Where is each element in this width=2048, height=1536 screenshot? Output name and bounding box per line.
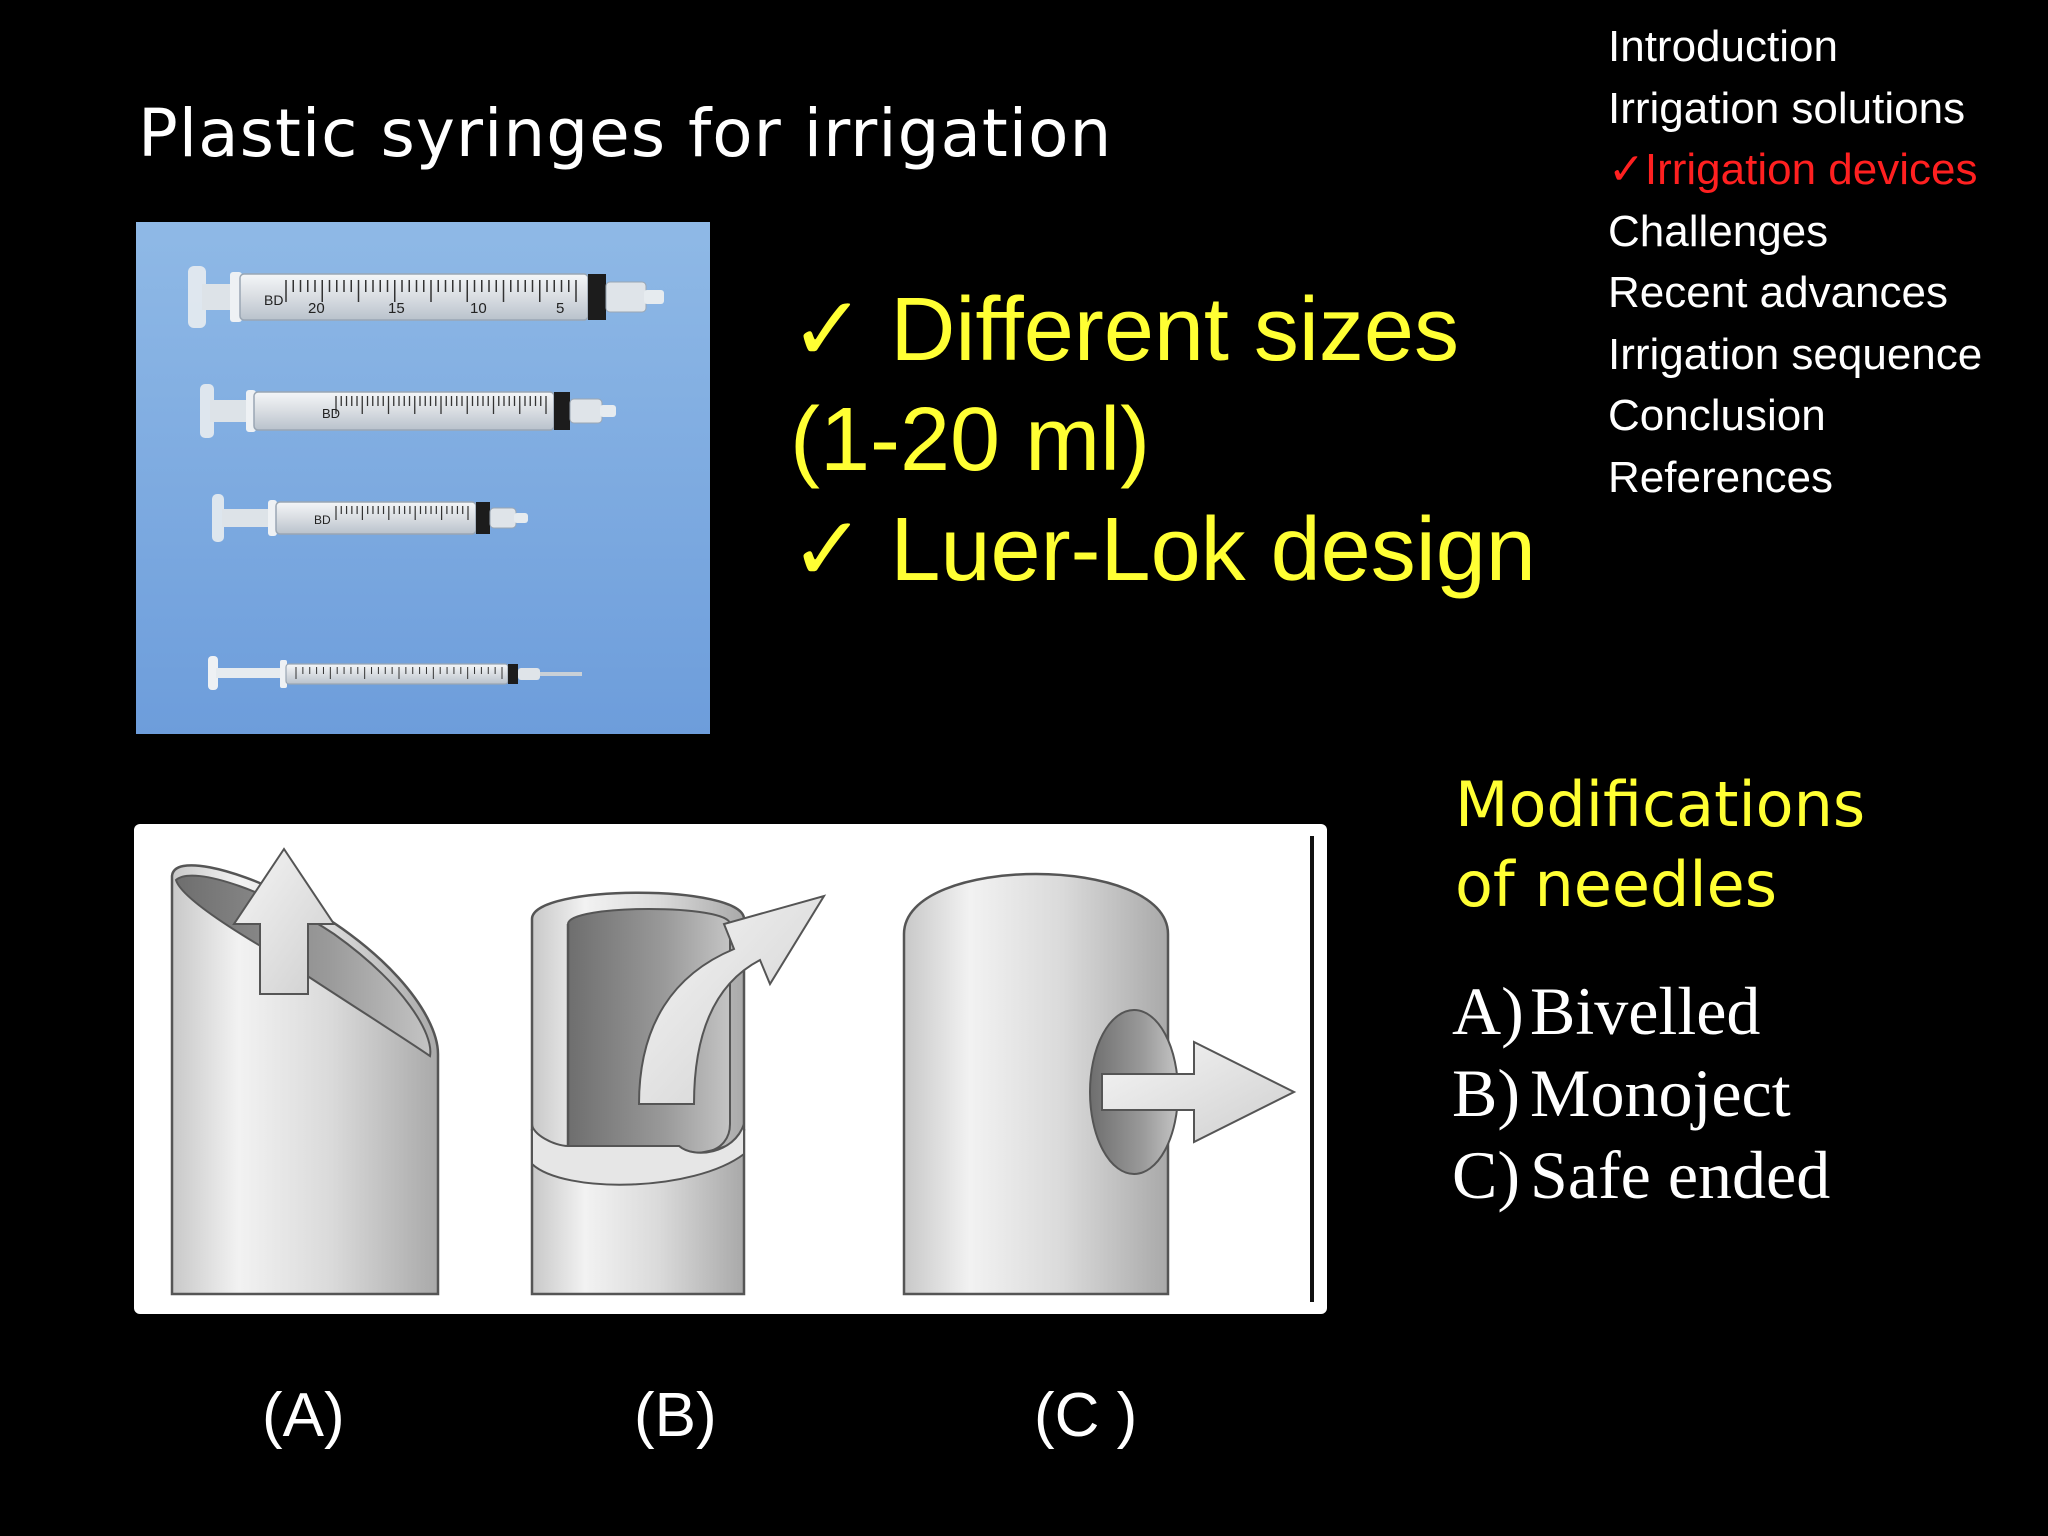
toc-menu: Introduction Irrigation solutions ✓Irrig… xyxy=(1608,16,1982,508)
modification-item-c: C)Safe ended xyxy=(1452,1134,1830,1216)
figure-label-c: (C ) xyxy=(1034,1381,1138,1450)
modification-text: Bivelled xyxy=(1530,973,1761,1049)
toc-item-irrigation-devices[interactable]: ✓Irrigation devices xyxy=(1608,145,1978,194)
figure-label-b: (B) xyxy=(634,1381,717,1450)
syringe-5ml: BD xyxy=(212,494,528,542)
feature-different-sizes: ✓ Different sizes xyxy=(790,280,1459,380)
modification-letter: B) xyxy=(1452,1055,1520,1131)
needle-monoject xyxy=(530,891,827,1296)
toc-item-recent-advances[interactable]: Recent advances xyxy=(1608,268,1948,317)
toc-item-conclusion[interactable]: Conclusion xyxy=(1608,391,1826,440)
feature-list: ✓ Different sizes (1-20 ml) ✓ Luer-Lok d… xyxy=(790,275,1536,605)
syringe-20ml-mark-20: 20 xyxy=(308,300,325,317)
syringe-1ml xyxy=(208,656,582,690)
figure-label-a: (A) xyxy=(262,1381,345,1450)
modification-letter: C) xyxy=(1452,1137,1520,1213)
syringe-5ml-brand: BD xyxy=(314,513,331,527)
feature-size-range: (1-20 ml) xyxy=(790,390,1151,490)
modification-letter: A) xyxy=(1452,973,1524,1049)
modification-item-b: B)Monoject xyxy=(1452,1052,1830,1134)
toc-item-irrigation-sequence[interactable]: Irrigation sequence xyxy=(1608,329,1983,379)
needle-safe-ended xyxy=(902,872,1297,1296)
syringe-10ml-brand: BD xyxy=(322,406,340,421)
modification-item-a: A)Bivelled xyxy=(1452,970,1830,1052)
syringe-20ml: BD 20 15 10 5 xyxy=(188,266,664,328)
syringe-20ml-mark-10: 10 xyxy=(470,300,487,317)
needle-tips-figure xyxy=(134,824,1327,1314)
modifications-heading-line2: of needles xyxy=(1455,848,1778,921)
modifications-list: A)Bivelled B)Monoject C)Safe ended xyxy=(1452,970,1830,1216)
modifications-heading: Modifications of needles xyxy=(1455,765,1865,925)
needle-bivelled xyxy=(170,847,440,1296)
modifications-heading-line1: Modifications xyxy=(1455,768,1866,841)
modification-text: Monoject xyxy=(1530,1055,1791,1131)
syringe-photo: BD 20 15 10 5 BD BD xyxy=(136,222,710,734)
modification-text: Safe ended xyxy=(1530,1137,1831,1213)
toc-item-references[interactable]: References xyxy=(1608,452,1834,502)
toc-item-challenges[interactable]: Challenges xyxy=(1608,206,1829,256)
syringe-10ml: BD xyxy=(200,384,616,438)
feature-luer-lok: ✓ Luer-Lok design xyxy=(790,500,1536,600)
toc-item-introduction[interactable]: Introduction xyxy=(1608,22,1838,71)
syringe-20ml-mark-15: 15 xyxy=(388,300,405,317)
syringe-20ml-brand: BD xyxy=(264,292,283,308)
toc-item-irrigation-solutions[interactable]: Irrigation solutions xyxy=(1608,83,1966,133)
syringe-20ml-mark-5: 5 xyxy=(556,300,564,317)
slide-title: Plastic syringes for irrigation xyxy=(138,95,1113,172)
